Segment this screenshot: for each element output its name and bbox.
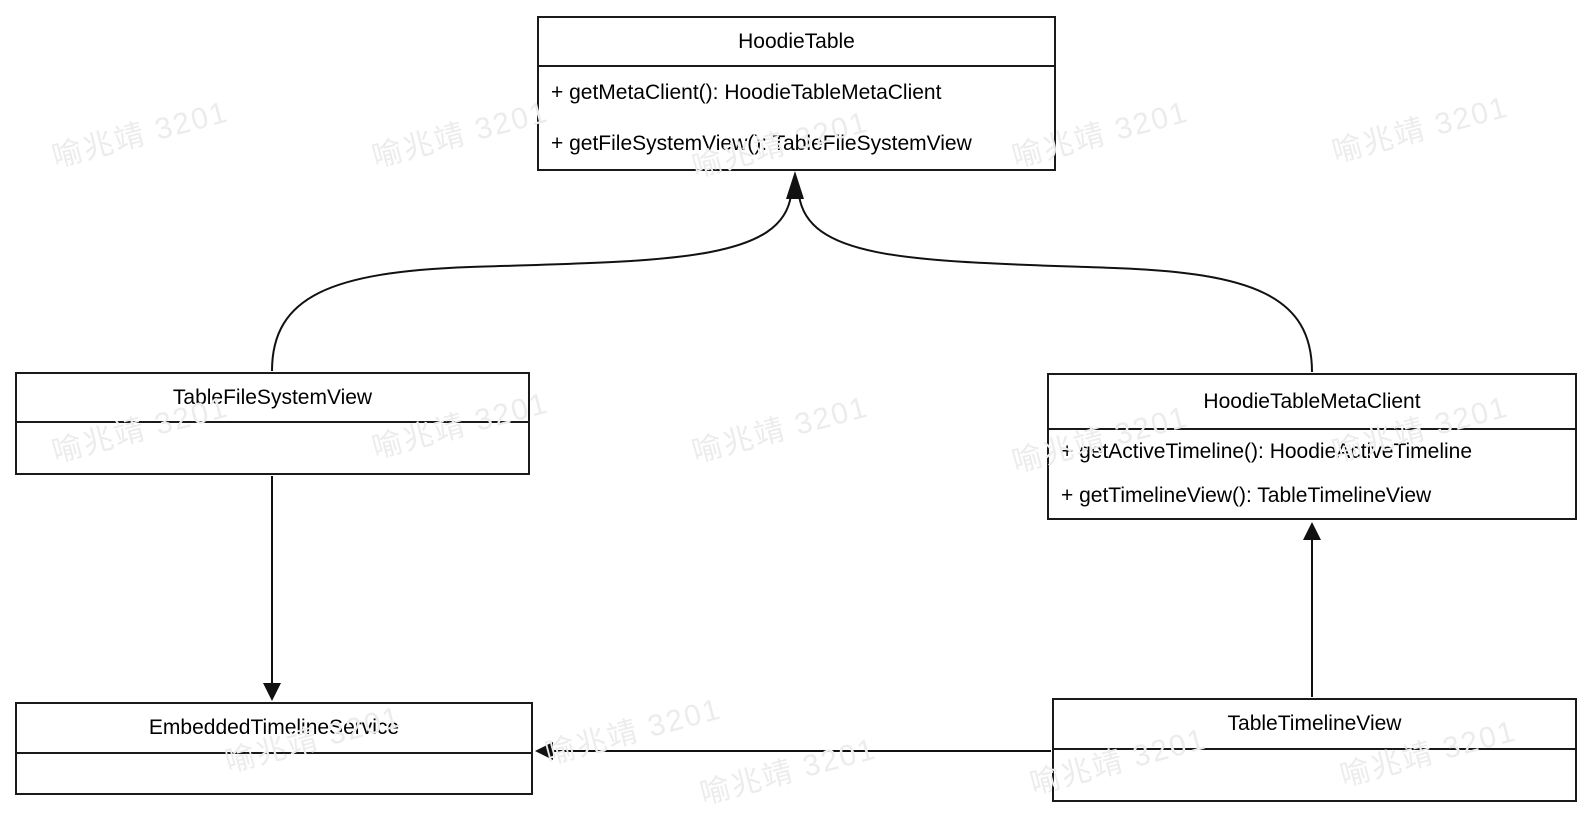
class-body-embeddedtimelineservice <box>17 754 531 793</box>
method-getactivetimeline: + getActiveTimeline(): HoodieActiveTimel… <box>1061 440 1473 463</box>
arrow-tablefilesystemview-to-hoodietable <box>271 194 792 372</box>
class-body-hoodietablemetaclient: + getActiveTimeline(): HoodieActiveTimel… <box>1049 430 1575 518</box>
class-box-hoodietable: HoodieTable + getMetaClient(): HoodieTab… <box>537 16 1056 171</box>
method-getmetaclient: + getMetaClient(): HoodieTableMetaClient <box>551 80 942 104</box>
method-gettimelineview: + getTimelineView(): TableTimelineView <box>1061 484 1432 507</box>
class-box-tablefilesystemview: TableFileSystemView <box>15 372 530 475</box>
arrowhead-into-hoodietablemetaclient-bottom <box>1303 522 1321 540</box>
class-body-tabletimelineview <box>1054 750 1575 800</box>
class-title-tablefilesystemview: TableFileSystemView <box>17 374 528 423</box>
class-body-tablefilesystemview <box>17 423 528 473</box>
class-title-tabletimelineview: TableTimelineView <box>1054 700 1575 750</box>
class-box-tabletimelineview: TableTimelineView <box>1052 698 1577 802</box>
class-box-embeddedtimelineservice: EmbeddedTimelineService <box>15 702 533 795</box>
class-title-hoodietablemetaclient: HoodieTableMetaClient <box>1049 375 1575 430</box>
method-getfilesystemview: + getFileSystemView(): TableFileSystemVi… <box>551 131 972 155</box>
arrowhead-into-hoodietable <box>786 171 804 199</box>
class-box-hoodietablemetaclient: HoodieTableMetaClient + getActiveTimelin… <box>1047 373 1577 520</box>
arrow-hoodietablemetaclient-to-hoodietable <box>798 194 1313 373</box>
class-title-embeddedtimelineservice: EmbeddedTimelineService <box>17 704 531 754</box>
class-body-hoodietable: + getMetaClient(): HoodieTableMetaClient… <box>539 67 1054 169</box>
arrowhead-into-embeddedtimelineservice-right <box>535 742 553 760</box>
class-title-hoodietable: HoodieTable <box>539 18 1054 67</box>
arrowhead-into-embeddedtimelineservice-top <box>263 683 281 701</box>
